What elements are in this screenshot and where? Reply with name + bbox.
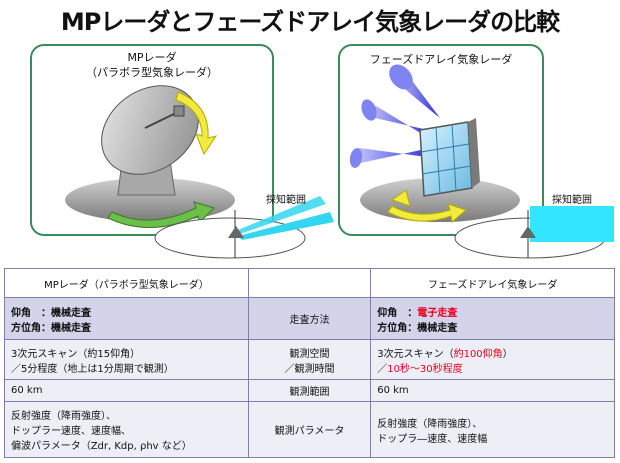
cell-line: 観測空間 [289,348,330,360]
cell-left: 60 km [4,379,249,402]
cell-line: ／観測時間 [284,363,335,375]
cell-text: ／ [377,363,388,375]
header-middle [247,268,372,298]
cell-left: 仰角 ：機械走査方位角：機械走査 [4,297,249,340]
cell-line: 走査方法 [289,315,330,326]
highlight-text: 10秒～30秒程度 [387,363,463,375]
cell-text: 方位角：機械走査 [377,322,458,334]
cell-line: ／5分程度（地上は1分周期で観測） [11,363,174,375]
cell-text: 仰角 ： [377,307,418,319]
mp-mini-antenna-icon [228,210,244,258]
cell-middle: 走査方法 [247,297,372,340]
radar-illustrations [65,64,614,259]
cell-left: 3次元スキャン（約15仰角） ／5分程度（地上は1分周期で観測） [4,339,249,380]
cell-text: 反射強度（降雨強度）、 [377,418,483,430]
comparison-table: MPレーダ（パラボラ型気象レーダ） フェーズドアレイ気象レーダ 仰角 ：機械走査… [4,268,615,458]
cell-line: 3次元スキャン（約100仰角） [377,345,608,360]
azimuth-arrow-icon [107,201,215,228]
cell-line: 観測範囲 [289,387,330,398]
cell-middle: 観測空間 ／観測時間 [247,339,372,380]
table-header-row: MPレーダ（パラボラ型気象レーダ） フェーズドアレイ気象レーダ [4,268,615,298]
header-mp-radar: MPレーダ（パラボラ型気象レーダ） [4,268,249,298]
cell-middle: 観測パラメータ [247,401,372,458]
cell-text: 3次元スキャン（ [377,348,454,360]
phased-array-panel-icon [419,118,480,197]
header-phased-array: フェーズドアレイ気象レーダ [370,268,615,298]
cell-right: 仰角 ：電子走査方位角：機械走査 [370,297,615,340]
cell-line: 方位角：機械走査 [377,319,608,334]
cell-left: 反射強度（降雨強度）、ドップラー速度、速度幅、偏波パラメータ（Zdr, Kdp,… [4,401,249,458]
cell-line: 60 km [377,385,608,396]
electronic-beam-icons [349,64,440,168]
cell-line: 仰角 ：電子走査 [377,304,608,319]
cell-line: ドップラー速度、速度幅、 [11,426,131,437]
cell-line: ／10秒～30秒程度 [377,360,608,375]
cell-line: 3次元スキャン（約15仰角） [11,348,141,360]
cell-line: 仰角 ：機械走査 [11,307,91,319]
pa-azimuth-arrow-icon [387,203,467,223]
cell-right: 反射強度（降雨強度）、ドップラ―速度、速度幅 [370,401,615,458]
mp-scan-beam-upper-icon [238,196,326,234]
table-row-observation-range: 60 km 観測範囲 60 km [4,379,615,402]
phased-array-title: フェーズドアレイ気象レーダ [369,53,513,66]
pa-scan-volume-icon [530,206,614,242]
cell-text: 60 km [377,385,409,396]
mp-radar-title: MPレーダ （パラボラ型気象レーダ） [32,50,272,80]
table-row-observation-space: 3次元スキャン（約15仰角） ／5分程度（地上は1分周期で観測） 観測空間 ／観測時… [4,339,615,380]
cell-line: ドップラ―速度、速度幅 [377,430,608,445]
cell-right: 3次元スキャン（約100仰角）／10秒～30秒程度 [370,339,615,380]
cell-middle: 観測範囲 [247,379,372,402]
highlight-text: 約100仰角 [453,348,503,360]
cell-line: 反射強度（降雨強度）、 [377,415,608,430]
page-title: MPレーダとフェーズドアレイ気象レーダの比較 [60,8,560,36]
mp-radar-title-line2: （パラボラ型気象レーダ） [86,66,218,79]
mp-scan-range-label: 探知範囲 [266,195,306,206]
cell-text: ） [502,348,513,360]
cell-line: 偏波パラメータ（Zdr, Kdp, ρhv など） [11,441,192,452]
pa-mini-antenna-icon [520,210,536,258]
elevation-arrow-icon [175,91,218,156]
table-row-observation-params: 反射強度（降雨強度）、ドップラー速度、速度幅、偏波パラメータ（Zdr, Kdp,… [4,401,615,458]
mp-scan-beam-icon [238,212,334,240]
pa-scan-range-label: 探知範囲 [552,195,592,206]
cell-line: 60 km [11,385,43,396]
cell-line: 反射強度（降雨強度）、 [11,411,116,422]
pa-azimuth-arrow-left-icon [390,189,411,207]
cell-text: ドップラ―速度、速度幅 [377,433,488,445]
mp-radar-title-line1: MPレーダ [127,51,177,64]
highlight-text: 電子走査 [417,307,458,319]
cell-line: 方位角：機械走査 [11,322,91,334]
cell-right: 60 km [370,379,615,402]
cell-line: 観測パラメータ [274,426,345,437]
table-row-scan-method: 仰角 ：機械走査方位角：機械走査 走査方法 仰角 ：電子走査方位角：機械走査 [4,297,615,340]
